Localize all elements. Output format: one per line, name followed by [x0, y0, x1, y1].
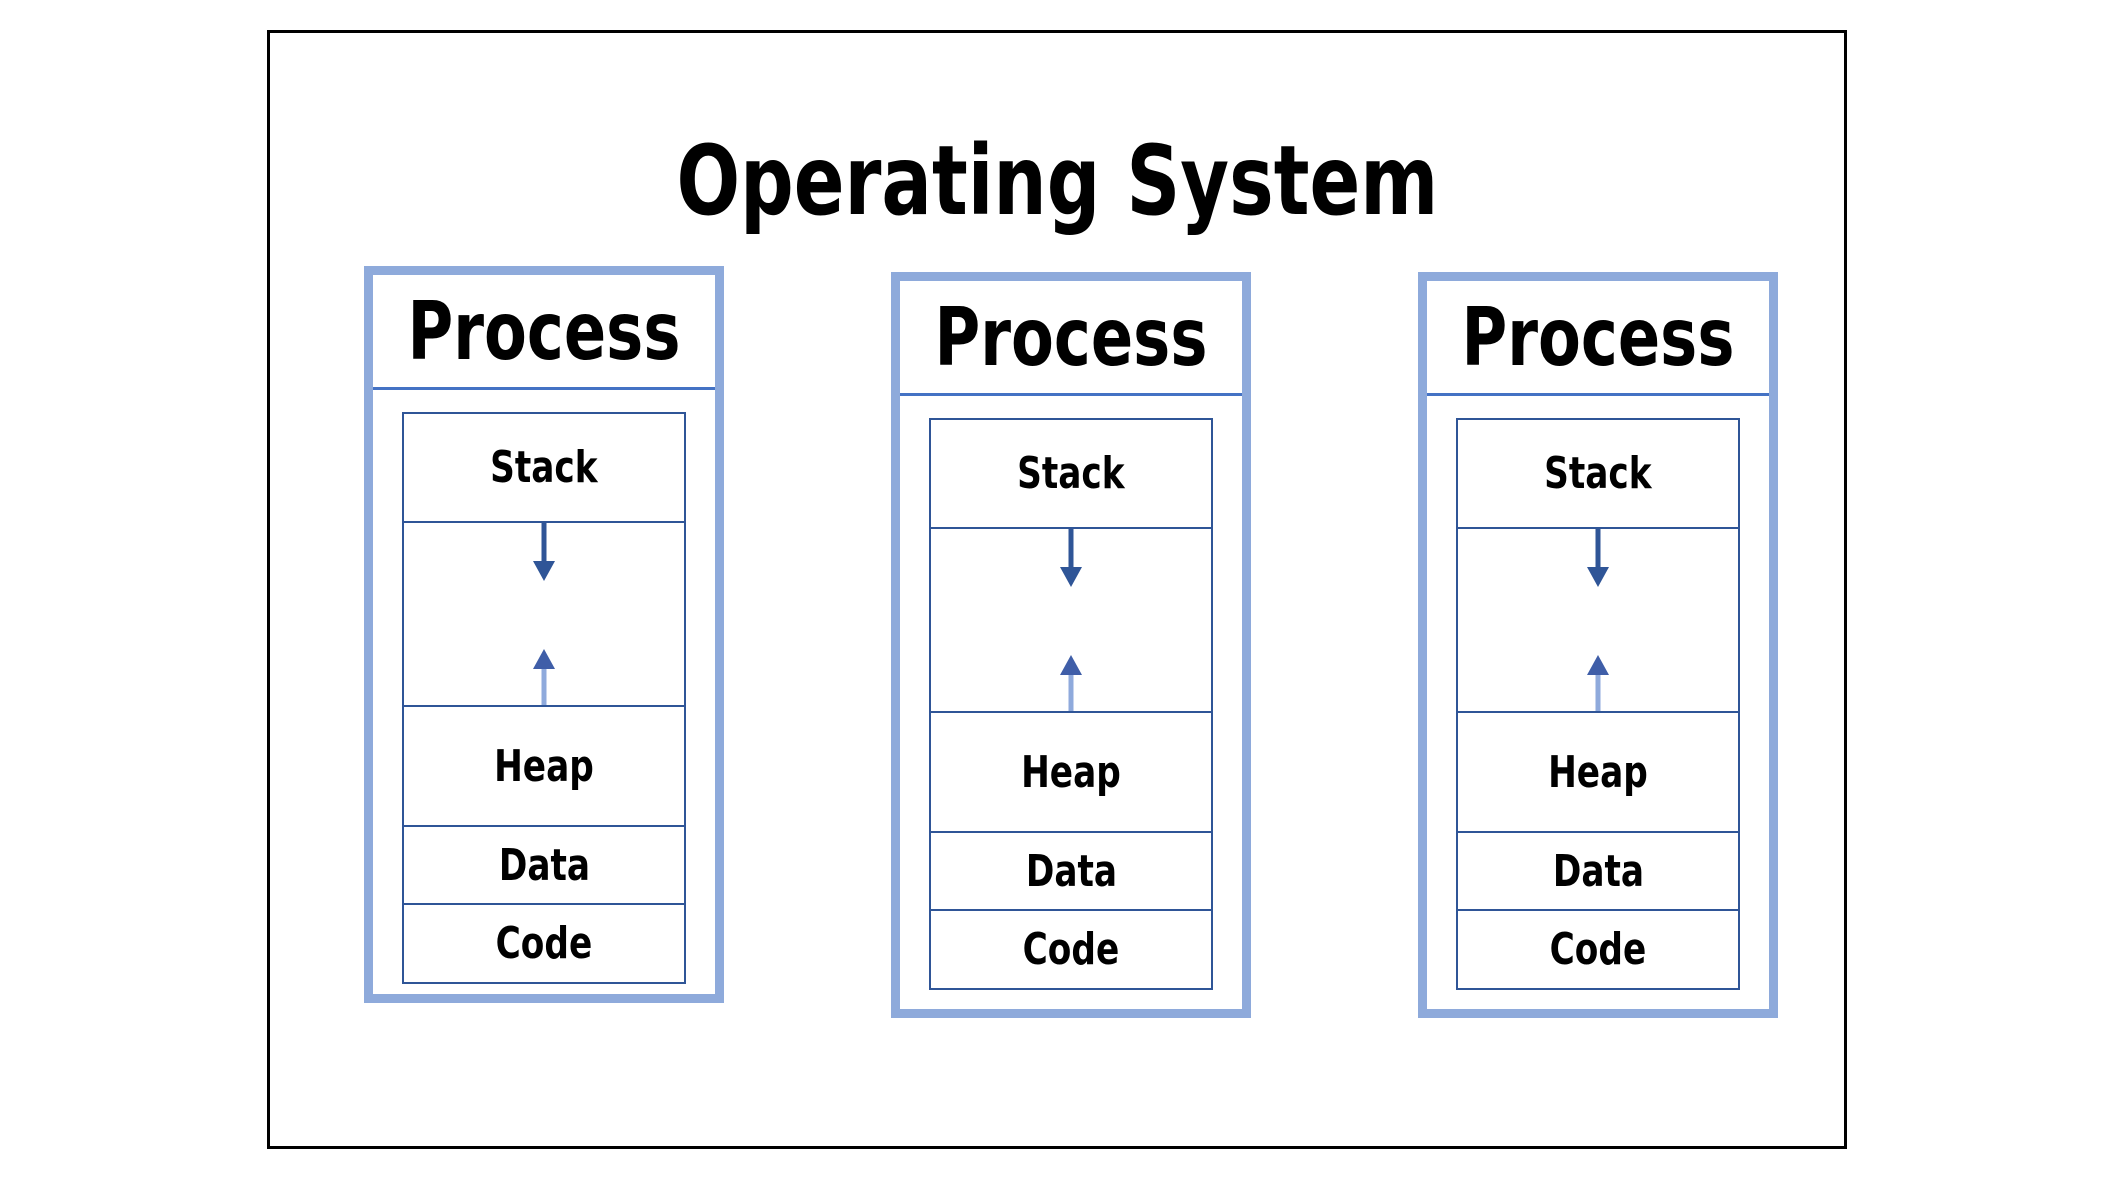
code-segment: Code: [404, 905, 684, 982]
code-segment: Code: [931, 911, 1211, 988]
memory-box: Stack: [1456, 418, 1740, 990]
growth-arrows: [1060, 529, 1082, 711]
arrow-down-icon: [1060, 529, 1082, 587]
growth-arrows: [533, 523, 555, 705]
code-label: Code: [1022, 924, 1120, 975]
stack-segment: Stack: [1458, 420, 1738, 529]
memory-box: Stack: [929, 418, 1213, 990]
heap-segment: Heap: [1458, 713, 1738, 833]
process-title-text: Process: [1461, 290, 1735, 384]
heap-label: Heap: [494, 740, 594, 792]
arrow-up-icon: [1060, 655, 1082, 711]
heap-label: Heap: [1548, 746, 1648, 798]
data-label: Data: [498, 839, 590, 891]
free-memory-segment: [931, 529, 1211, 713]
heap-label: Heap: [1021, 746, 1121, 798]
data-segment: Data: [1458, 833, 1738, 911]
process-box-2: Process Stack: [891, 272, 1251, 1018]
process-list: Process Stack: [364, 266, 1778, 1018]
process-memory-layout: Stack: [900, 396, 1242, 1009]
code-label: Code: [1549, 924, 1647, 975]
free-memory-segment: [1458, 529, 1738, 713]
process-box-1: Process Stack: [364, 266, 724, 1003]
stack-label: Stack: [1544, 448, 1652, 499]
process-title: Process: [1427, 281, 1769, 396]
free-memory-segment: [404, 523, 684, 707]
arrow-down-icon: [1587, 529, 1609, 587]
diagram-title-text: Operating System: [676, 125, 1438, 237]
process-memory-layout: Stack: [373, 390, 715, 994]
arrow-up-icon: [533, 649, 555, 705]
growth-arrows: [1587, 529, 1609, 711]
process-title: Process: [373, 275, 715, 390]
diagram-title: Operating System: [270, 125, 1844, 237]
arrow-up-icon: [1587, 655, 1609, 711]
process-title: Process: [900, 281, 1242, 396]
process-memory-layout: Stack: [1427, 396, 1769, 1009]
stack-segment: Stack: [404, 414, 684, 523]
arrow-down-icon: [533, 523, 555, 581]
memory-box: Stack: [402, 412, 686, 984]
data-label: Data: [1552, 845, 1644, 897]
code-label: Code: [495, 918, 593, 969]
data-label: Data: [1025, 845, 1117, 897]
process-title-text: Process: [407, 284, 681, 378]
code-segment: Code: [1458, 911, 1738, 988]
data-segment: Data: [931, 833, 1211, 911]
process-title-text: Process: [934, 290, 1208, 384]
stack-label: Stack: [490, 442, 598, 493]
process-box-3: Process Stack: [1418, 272, 1778, 1018]
stack-label: Stack: [1017, 448, 1125, 499]
heap-segment: Heap: [931, 713, 1211, 833]
data-segment: Data: [404, 827, 684, 905]
stack-segment: Stack: [931, 420, 1211, 529]
heap-segment: Heap: [404, 707, 684, 827]
operating-system-frame: Operating System Process Stack: [267, 30, 1847, 1149]
